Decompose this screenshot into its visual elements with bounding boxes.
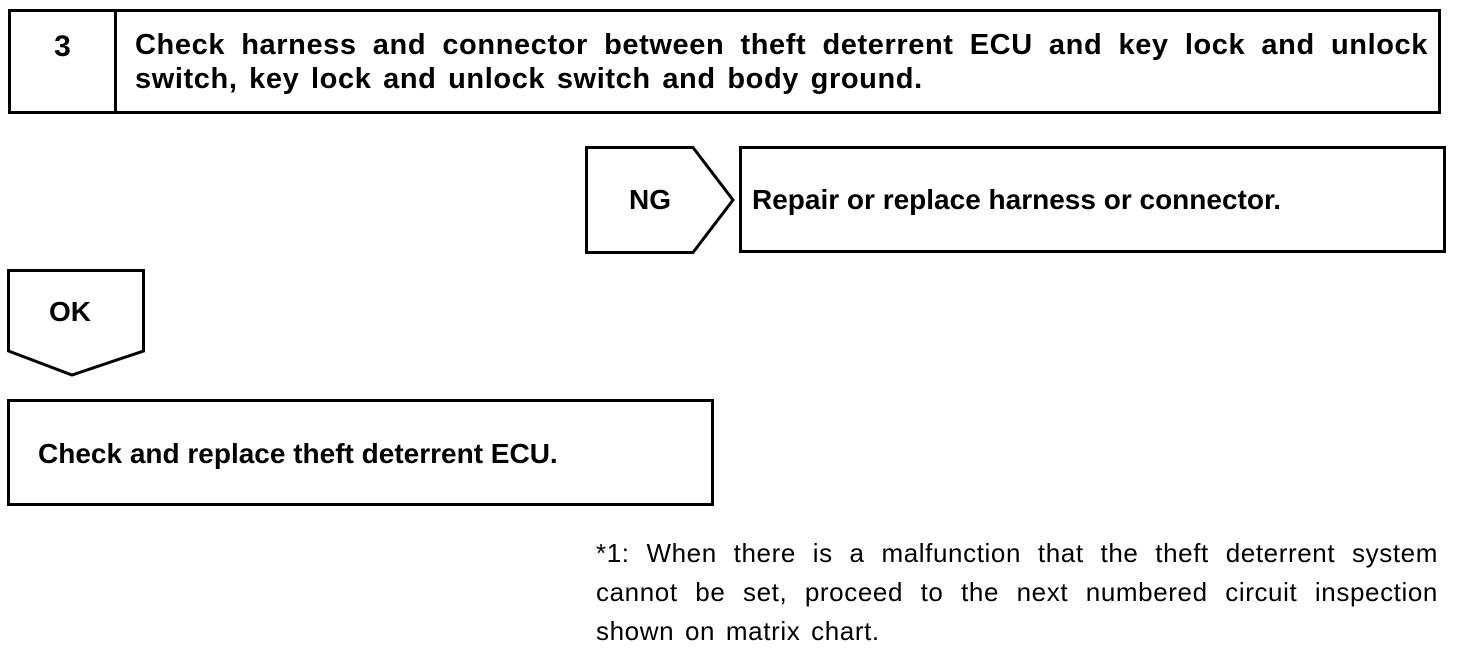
footnote: *1: When there is a malfunction that the… xyxy=(596,538,1438,646)
ng-action-text: Repair or replace harness or connector. xyxy=(752,184,1282,215)
ok-action-text: Check and replace theft deterrent ECU. xyxy=(38,438,558,469)
ng-label: NG xyxy=(629,184,671,215)
step-number: 3 xyxy=(54,30,71,63)
step-header-box: 3 Check harness and connector between th… xyxy=(8,9,1441,114)
ng-arrow-shape xyxy=(585,146,735,254)
step-instruction: Check harness and connector between thef… xyxy=(135,29,1428,95)
ng-result-box: Repair or replace harness or connector. xyxy=(739,146,1446,253)
step-number-cell: 3 xyxy=(11,12,117,111)
ok-arrow-shape xyxy=(7,269,145,377)
ok-result-box: Check and replace theft deterrent ECU. xyxy=(7,399,714,506)
ok-label: OK xyxy=(49,296,91,327)
